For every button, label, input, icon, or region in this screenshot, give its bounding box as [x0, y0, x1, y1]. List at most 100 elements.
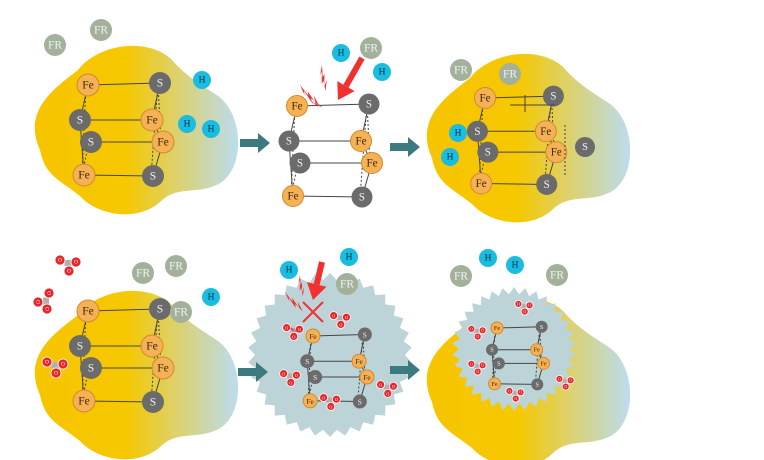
oxygen-label: O	[392, 384, 395, 389]
s-label: S	[544, 179, 550, 191]
s-label: S	[157, 78, 163, 90]
oxygen-label: O	[514, 397, 517, 401]
s-atom: S	[278, 130, 300, 152]
s-label: S	[359, 192, 365, 204]
oxygen-atom	[555, 375, 564, 383]
fr-circle	[450, 265, 472, 287]
oxygen-label: O	[67, 268, 71, 274]
cluster-dashed-bond	[492, 327, 496, 384]
oxygen-label: O	[476, 335, 479, 339]
fe-label: Fe	[157, 137, 169, 149]
s-label: S	[540, 324, 544, 331]
s-circle	[466, 120, 488, 142]
hydrogen: H	[479, 249, 497, 267]
oxygen-atom	[514, 300, 523, 308]
attack-arrow-bottom	[306, 261, 327, 300]
fe-circle	[488, 377, 502, 391]
fe-circle	[76, 73, 100, 97]
oxygen-label: O	[339, 322, 342, 327]
s-atom: S	[536, 173, 558, 195]
oxygen-atom	[383, 389, 393, 398]
attack-arrow-top	[337, 56, 365, 100]
h-circle	[340, 248, 358, 266]
oxygen-label: O	[470, 327, 473, 331]
s-atom: S	[149, 72, 171, 94]
fr-circle	[165, 255, 187, 277]
free-radical: FR	[336, 273, 358, 295]
cluster-bond	[494, 383, 538, 385]
fe-atom: Fe	[140, 108, 164, 132]
cluster-dashed-bond	[150, 82, 159, 177]
h-label: H	[286, 266, 293, 276]
oxygen-atom	[467, 325, 476, 333]
s-circle	[357, 327, 372, 342]
h-label: H	[208, 125, 215, 135]
s-atom: S	[492, 357, 505, 370]
lightning-icon	[285, 292, 303, 312]
fe-circle	[140, 108, 164, 132]
oxygen-atom	[41, 303, 53, 315]
fe-label: Fe	[146, 115, 158, 127]
fe-atom: Fe	[361, 152, 383, 174]
fr-label: FR	[340, 279, 354, 291]
hydrogen: H	[441, 148, 459, 166]
fe-circle	[302, 393, 318, 409]
s-circle	[351, 186, 373, 208]
s-atom: S	[358, 93, 380, 115]
h-circle	[202, 120, 220, 138]
cluster-dashed-bond	[150, 308, 159, 403]
carbon-atom	[337, 315, 343, 321]
s-label: S	[150, 397, 156, 409]
oxygen-label: O	[46, 291, 52, 295]
oxygen-label: O	[54, 370, 58, 376]
s-atom: S	[142, 391, 164, 413]
oxygen-label: O	[386, 391, 389, 396]
oxygen-label: O	[322, 396, 325, 401]
protein-blob-bottom-left	[34, 290, 239, 460]
s-label: S	[536, 381, 540, 388]
h-label: H	[208, 293, 215, 303]
fe-atom: Fe	[350, 130, 372, 152]
hydrogen: H	[373, 63, 391, 81]
oxygen-label: O	[528, 304, 531, 308]
oxygen-label: O	[517, 302, 520, 306]
fr-label: FR	[174, 307, 188, 319]
s-circle	[149, 298, 171, 320]
fe-circle	[72, 389, 96, 413]
oxygen-atom	[326, 402, 336, 411]
cluster-bond	[296, 103, 370, 107]
fe-label: Fe	[355, 357, 362, 366]
s-atom: S	[531, 378, 544, 391]
oxygen-label: O	[298, 327, 301, 332]
s-label: S	[286, 136, 292, 148]
fr-circle	[450, 59, 472, 81]
oxygen-label: O	[481, 329, 484, 333]
cluster-bond	[83, 400, 154, 403]
oxygen-label: O	[292, 334, 295, 339]
cluster-dashed-bond	[359, 103, 368, 198]
oxygen-atom	[63, 265, 75, 277]
oxygen-label: O	[569, 379, 572, 383]
cluster-bond	[484, 95, 554, 99]
h-circle	[178, 115, 196, 133]
s-circle	[80, 131, 102, 153]
oxygen-label: O	[345, 315, 348, 320]
lightning-icon	[300, 85, 320, 106]
oxygen-label: O	[379, 383, 382, 388]
s-atom: S	[352, 394, 367, 409]
h-label: H	[338, 49, 345, 59]
carbon-atom	[512, 390, 518, 396]
fe-atom: Fe	[537, 356, 550, 370]
oxygen-label: O	[335, 397, 338, 402]
fe-label: Fe	[78, 396, 90, 408]
s-atom: S	[149, 298, 171, 320]
fe-label: Fe	[306, 397, 313, 406]
s-label: S	[363, 331, 367, 340]
fe-label: Fe	[82, 306, 94, 318]
fe-circle	[151, 130, 175, 154]
fr-label: FR	[364, 43, 378, 55]
